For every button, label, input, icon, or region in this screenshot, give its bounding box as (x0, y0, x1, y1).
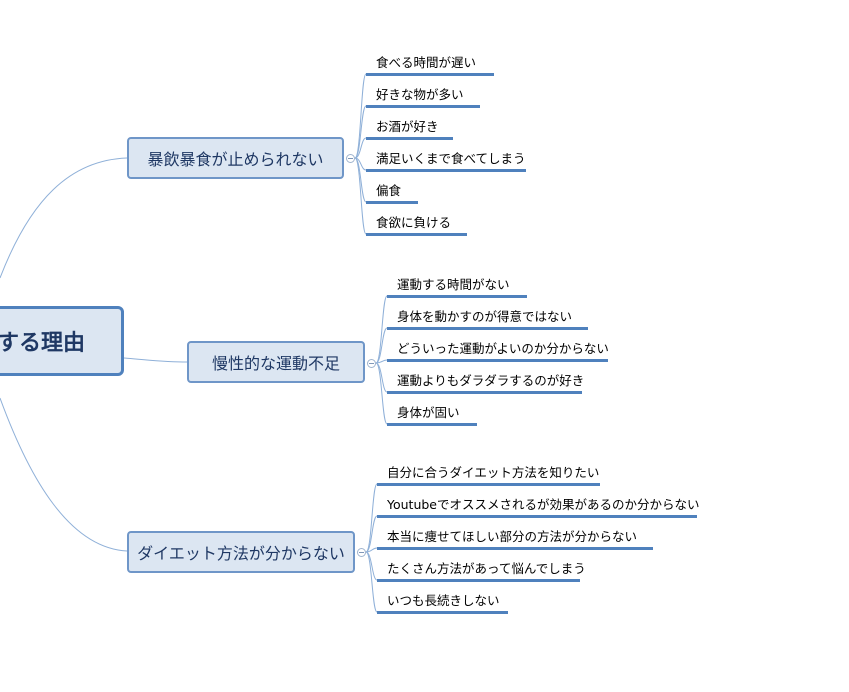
branch-node-lack-of-exercise[interactable]: 慢性的な運動不足 (187, 341, 365, 383)
branch-label: ダイエット方法が分からない (137, 544, 345, 563)
leaf-topic[interactable]: 食べる時間が遅い (366, 54, 494, 76)
leaf-topic[interactable]: お酒が好き (366, 118, 453, 140)
branch-to-leaf-connector (375, 359, 388, 364)
leaf-topic[interactable]: たくさん方法があって悩んでしまう (377, 560, 586, 582)
branch-to-leaf-connector (365, 547, 378, 553)
leaf-topic[interactable]: Youtubeでオススメされるが効果があるのか分からない (377, 496, 700, 518)
branch-node-overeating[interactable]: 暴飲暴食が止められない (127, 137, 344, 179)
branch-to-leaf-connector (365, 515, 378, 553)
branch-to-leaf-connector (354, 137, 367, 159)
branch-to-leaf-connector (375, 362, 388, 425)
leaf-topic[interactable]: 満足いくまで食べてしまう (366, 150, 526, 172)
branch-node-unknown-method[interactable]: ダイエット方法が分からない (127, 531, 355, 573)
branch-to-leaf-connector (375, 362, 388, 393)
branch-to-leaf-connector (375, 327, 388, 364)
branch-to-leaf-connector (354, 105, 367, 159)
branch-to-leaf-connector (365, 551, 378, 581)
branch-to-leaf-connector (365, 483, 378, 553)
root-to-branch-connector (0, 397, 128, 552)
root-to-branch-connector (123, 357, 188, 363)
leaf-topic[interactable]: 偏食 (366, 182, 418, 204)
branch-to-leaf-connector (354, 157, 367, 171)
root-node-label: する理由 (0, 331, 85, 356)
branch-label: 暴飲暴食が止められない (147, 150, 324, 169)
branch-to-leaf-connector (375, 295, 388, 364)
leaf-topic[interactable]: 運動する時間がない (387, 276, 527, 298)
collapse-toggle-icon[interactable] (357, 548, 366, 557)
leaf-topic[interactable]: 食欲に負ける (366, 214, 467, 236)
leaf-topic[interactable]: 自分に合うダイエット方法を知りたい (377, 464, 600, 486)
leaf-topic[interactable]: 本当に痩せてほしい部分の方法が分からない (377, 528, 653, 550)
leaf-topic[interactable]: いつも長続きしない (377, 592, 508, 614)
root-to-branch-connector (0, 157, 128, 279)
branch-to-leaf-connector (354, 157, 367, 203)
leaf-topic[interactable]: 身体を動かすのが得意ではない (387, 308, 588, 330)
branch-to-leaf-connector (365, 551, 378, 613)
collapse-toggle-icon[interactable] (346, 154, 355, 163)
branch-label: 慢性的な運動不足 (211, 354, 340, 373)
leaf-topic[interactable]: 好きな物が多い (366, 86, 480, 108)
leaf-topic[interactable]: 運動よりもダラダラするのが好き (387, 372, 584, 394)
collapse-toggle-icon[interactable] (367, 359, 376, 368)
leaf-topic[interactable]: 身体が固い (387, 404, 477, 426)
branch-to-leaf-connector (354, 73, 367, 159)
root-node[interactable]: する理由 (0, 306, 124, 376)
leaf-topic[interactable]: どういった運動がよいのか分からない (387, 340, 609, 362)
branch-to-leaf-connector (354, 157, 367, 235)
